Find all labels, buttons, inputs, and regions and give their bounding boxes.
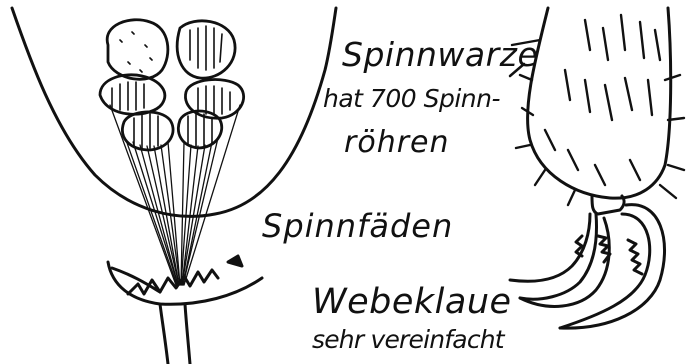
leg-outline <box>528 8 671 198</box>
spinneret-texture <box>112 26 230 148</box>
spinneret-low-left <box>122 112 173 150</box>
label-roehren: röhren <box>344 128 450 158</box>
label-spinnfaeden: Spinnfäden <box>262 210 453 242</box>
spinneret-top-left <box>107 20 168 80</box>
right-claws <box>510 196 665 328</box>
label-hat-700-spinn: hat 700 Spinn- <box>323 86 500 111</box>
label-webeklaue: Webeklaue <box>312 285 512 320</box>
label-sehr-vereinfacht: sehr vereinfacht <box>312 327 504 352</box>
abdomen-outline <box>12 8 336 216</box>
spinneret-mid-left <box>100 75 165 114</box>
label-spinnwarze: Spinnwarze <box>342 38 538 71</box>
